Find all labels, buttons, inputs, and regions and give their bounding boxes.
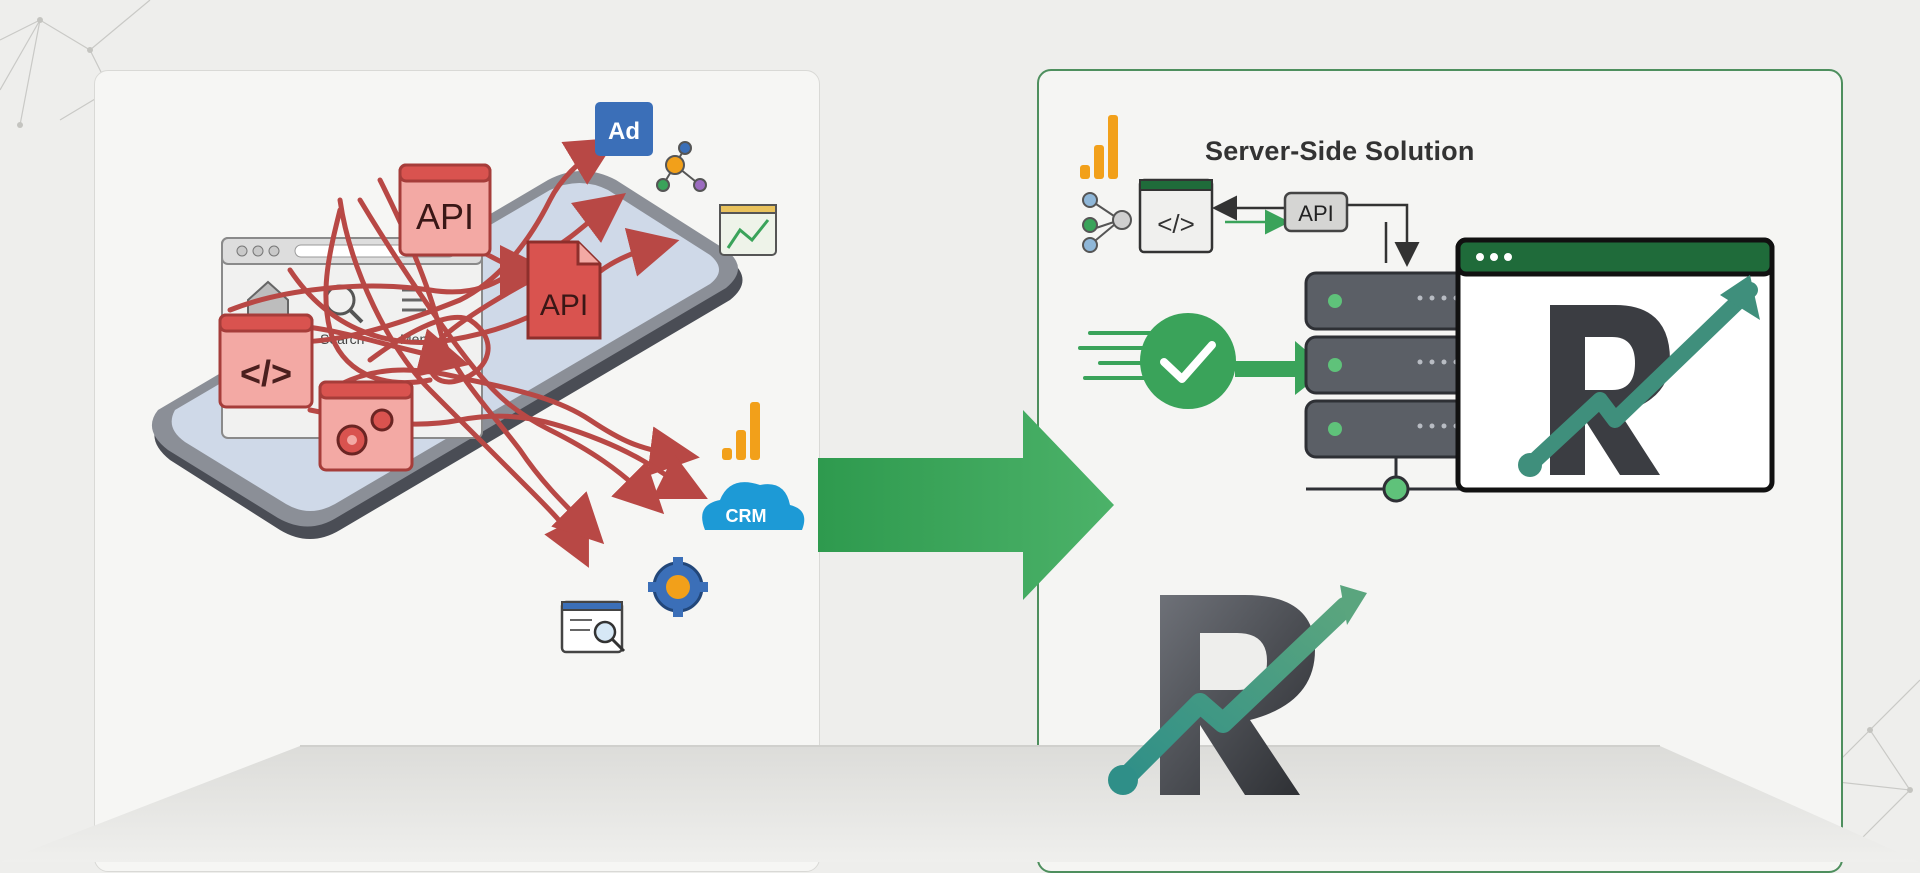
ad-label: Ad: [608, 118, 640, 145]
analytics-bars-icon: [722, 402, 760, 460]
gear-window-icon: [318, 380, 414, 472]
document-search-icon: [560, 600, 626, 654]
gear-users-icon: [648, 557, 708, 617]
analytics-bars-icon: [1080, 115, 1118, 179]
pedestal: [0, 745, 1920, 862]
server-side-title: Server-Side Solution: [1205, 136, 1475, 166]
logo-icon: [1108, 585, 1367, 795]
svg-text:</>: </>: [1157, 209, 1195, 239]
checkmark-icon: [1140, 313, 1236, 409]
api-label-1: API: [416, 196, 474, 237]
server-side-diagram: </> API: [1078, 115, 1775, 503]
api-label-2: API: [540, 289, 588, 322]
svg-text:</>: </>: [240, 353, 292, 394]
code-window-icon: </>: [1138, 178, 1214, 254]
cloud-icon: [702, 482, 805, 530]
network-icon: [656, 141, 707, 192]
code-icon: </>: [218, 313, 314, 409]
ad-icon: [595, 102, 653, 156]
api-file-icon: [526, 240, 602, 340]
api-box: [1283, 191, 1349, 233]
transition-arrow-icon: [818, 410, 1114, 600]
browser-window-icon: [1455, 237, 1775, 493]
logo-icon: [1518, 275, 1760, 477]
api-label: API: [1298, 201, 1333, 226]
dashboard-icon: [719, 204, 777, 256]
speed-lines: [1078, 331, 1152, 380]
api-box-icon: [398, 163, 492, 257]
tangled-client-diagram: Search Menu </>: [151, 102, 805, 654]
users-network-icon: [1082, 192, 1132, 253]
crm-label: CRM: [726, 506, 767, 526]
